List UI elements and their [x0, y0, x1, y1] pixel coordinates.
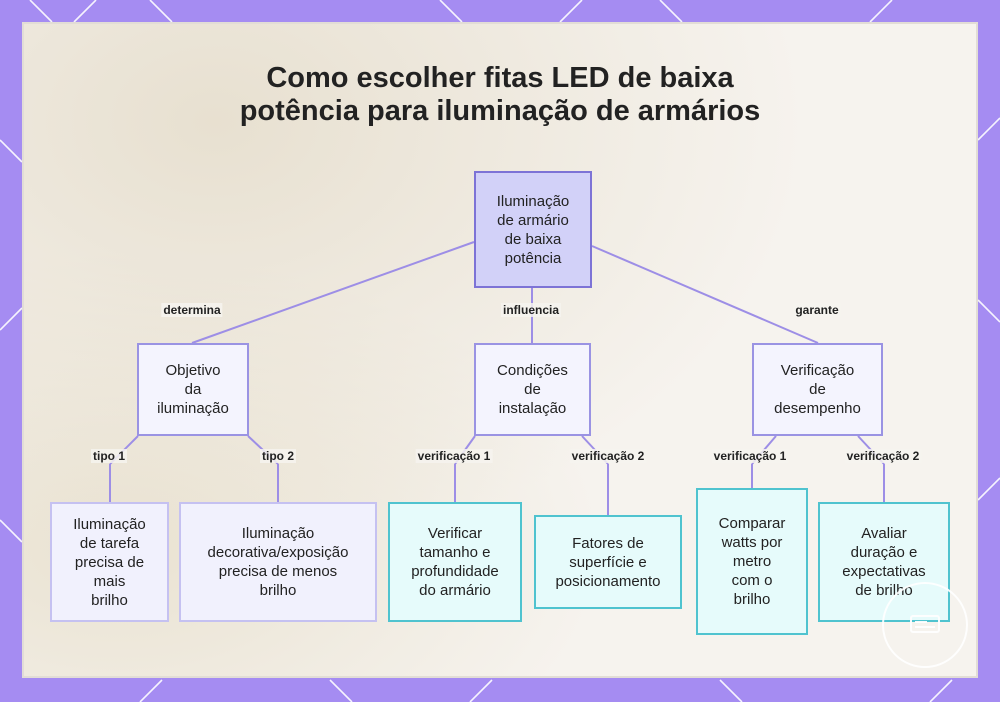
- node-root: Iluminação de armário de baixa potência: [474, 171, 592, 288]
- node-decorative-line: decorativa/exposição: [208, 543, 349, 562]
- node-conditions: Condições de instalação: [474, 343, 591, 436]
- node-check-size-line: do armário: [411, 581, 499, 600]
- node-surface-line: posicionamento: [555, 572, 660, 591]
- node-watts-line: com o: [719, 571, 786, 590]
- node-watts-line: Comparar: [719, 514, 786, 533]
- node-task-line: de tarefa: [73, 534, 146, 553]
- node-task-line: precisa de: [73, 553, 146, 572]
- node-decorative-line: precisa de menos: [208, 562, 349, 581]
- node-conditions-line: Condições: [497, 361, 568, 380]
- node-task-line: Iluminação: [73, 515, 146, 534]
- node-conditions-line: de: [497, 380, 568, 399]
- node-duration-line: expectativas: [842, 562, 925, 581]
- node-compare-watts: Comparar watts por metro com o brilho: [696, 488, 808, 635]
- edge-label-determina: determina: [161, 303, 222, 317]
- node-check-cabinet-size: Verificar tamanho e profundidade do armá…: [388, 502, 522, 622]
- node-task-lighting: Iluminação de tarefa precisa de mais bri…: [50, 502, 169, 622]
- node-surface-line: superfície e: [555, 553, 660, 572]
- node-objective-line: Objetivo: [157, 361, 229, 380]
- edge-label-influencia: influencia: [501, 303, 561, 317]
- node-root-line: de armário: [497, 211, 570, 230]
- edge-label-garante: garante: [793, 303, 840, 317]
- node-decorative-lighting: Iluminação decorativa/exposição precisa …: [179, 502, 377, 622]
- node-surface-line: Fatores de: [555, 534, 660, 553]
- node-objective-line: da: [157, 380, 229, 399]
- edge-label-tipo-2: tipo 2: [260, 449, 296, 463]
- node-objective: Objetivo da iluminação: [137, 343, 249, 436]
- link-root-verification: [592, 246, 818, 343]
- edge-label-conditions-verificacao-1: verificação 1: [416, 449, 493, 463]
- node-duration-line: duração e: [842, 543, 925, 562]
- node-watts-line: metro: [719, 552, 786, 571]
- node-task-line: brilho: [73, 591, 146, 610]
- edge-label-performance-verificacao-1: verificação 1: [712, 449, 789, 463]
- watermark-badge: [882, 582, 968, 668]
- node-verification: Verificação de desempenho: [752, 343, 883, 436]
- edge-label-performance-verificacao-2: verificação 2: [845, 449, 922, 463]
- node-check-size-line: profundidade: [411, 562, 499, 581]
- node-watts-line: brilho: [719, 590, 786, 609]
- edge-label-conditions-verificacao-2: verificação 2: [570, 449, 647, 463]
- node-check-size-line: Verificar: [411, 524, 499, 543]
- node-check-size-line: tamanho e: [411, 543, 499, 562]
- node-watts-line: watts por: [719, 533, 786, 552]
- logo-icon: [905, 610, 945, 640]
- node-verification-line: desempenho: [774, 399, 861, 418]
- edge-label-tipo-1: tipo 1: [91, 449, 127, 463]
- link-root-objective: [192, 242, 474, 343]
- node-verification-line: de: [774, 380, 861, 399]
- node-verification-line: Verificação: [774, 361, 861, 380]
- node-surface-factors: Fatores de superfície e posicionamento: [534, 515, 682, 609]
- node-task-line: mais: [73, 572, 146, 591]
- node-root-line: Iluminação: [497, 192, 570, 211]
- node-objective-line: iluminação: [157, 399, 229, 418]
- node-duration-line: Avaliar: [842, 524, 925, 543]
- node-root-line: potência: [497, 249, 570, 268]
- node-conditions-line: instalação: [497, 399, 568, 418]
- node-decorative-line: Iluminação: [208, 524, 349, 543]
- node-decorative-line: brilho: [208, 581, 349, 600]
- node-root-line: de baixa: [497, 230, 570, 249]
